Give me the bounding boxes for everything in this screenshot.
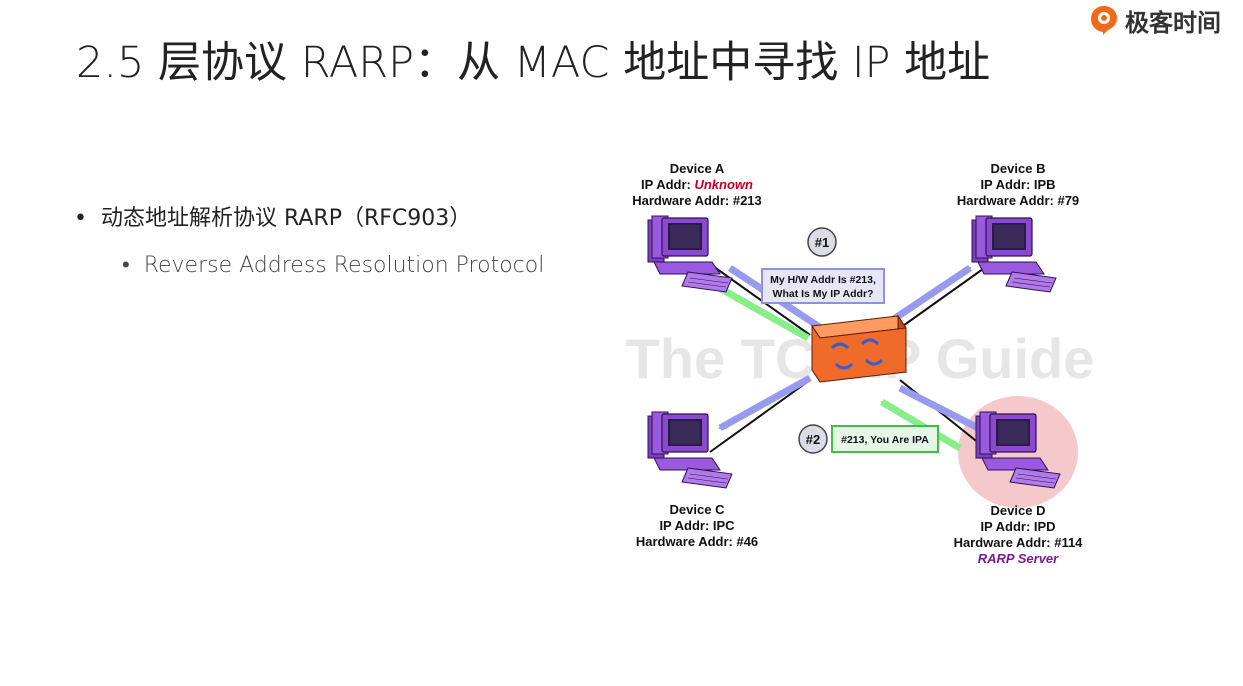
switch-icon <box>811 314 907 383</box>
device-a-hw: Hardware Addr: #213 <box>632 193 762 208</box>
page-title: 2.5 层协议 RARP：从 MAC 地址中寻找 IP 地址 <box>76 38 991 88</box>
computer-b-icon <box>971 215 1057 293</box>
device-d-role: RARP Server <box>978 551 1059 566</box>
reply-arrow-to-a <box>714 282 810 342</box>
device-a-ip-label: IP Addr: <box>641 177 694 192</box>
device-b-ip: IP Addr: IPB <box>980 177 1055 192</box>
step2-message-box: #213, You Are IPA <box>831 425 939 453</box>
brand-name: 极客时间 <box>1125 8 1221 37</box>
device-b-label: Device B IP Addr: IPB Hardware Addr: #79 <box>957 161 1079 208</box>
step1-badge: #1 <box>807 227 837 257</box>
step1-badge-label: #1 <box>815 235 829 250</box>
device-a-label: Device A IP Addr: Unknown Hardware Addr:… <box>632 161 762 208</box>
device-a-name: Device A <box>670 161 725 176</box>
step2-badge: #2 <box>798 424 828 454</box>
step1-message-line1: My H/W Addr Is #213, <box>770 274 876 286</box>
cable-b <box>899 263 991 329</box>
device-c-ip: IP Addr: IPC <box>659 518 735 533</box>
device-d-hw: Hardware Addr: #114 <box>954 535 1084 550</box>
bullet-rarp-text: 动态地址解析协议 RARP（RFC903） <box>100 206 472 231</box>
cable-a <box>709 263 811 336</box>
device-c-hw: Hardware Addr: #46 <box>636 534 758 549</box>
device-d-label: Device D IP Addr: IPD Hardware Addr: #11… <box>954 503 1084 566</box>
bullet-dot: • <box>122 253 130 278</box>
device-c-ip-label: IP Addr: <box>659 518 712 533</box>
bullet-dot: • <box>74 206 87 231</box>
computer-c-icon <box>647 411 733 489</box>
device-c-label: Device C IP Addr: IPC Hardware Addr: #46 <box>636 502 758 549</box>
sub-bullet-full-name: • Reverse Address Resolution Protocol <box>122 252 544 278</box>
device-d-ip-value: IPD <box>1034 519 1056 534</box>
device-c-ip-value: IPC <box>713 518 735 533</box>
rarp-diagram: The TCP/IP Guide #1 My H/W Addr Is #213,… <box>626 161 1095 566</box>
cable-c <box>709 379 811 453</box>
step1-message-line2: What Is My IP Addr? <box>773 288 874 300</box>
geektime-logo-icon <box>1091 6 1117 35</box>
device-d-ip: IP Addr: IPD <box>980 519 1055 534</box>
device-d-name: Device D <box>991 503 1046 518</box>
device-b-ip-value: IPB <box>1034 177 1056 192</box>
device-b-hw: Hardware Addr: #79 <box>957 193 1079 208</box>
step1-message-box: My H/W Addr Is #213, What Is My IP Addr? <box>761 268 885 304</box>
sub-bullet-text: Reverse Address Resolution Protocol <box>143 253 545 278</box>
step2-message-text: #213, You Are IPA <box>841 434 929 446</box>
device-b-ip-label: IP Addr: <box>980 177 1033 192</box>
request-arrow-c <box>718 374 812 432</box>
device-a-ip: IP Addr: Unknown <box>641 177 753 192</box>
step2-badge-label: #2 <box>806 432 820 447</box>
request-arrow-d <box>898 384 984 434</box>
bullet-rarp: • 动态地址解析协议 RARP（RFC903） <box>74 200 471 232</box>
device-a-ip-value: Unknown <box>694 177 753 192</box>
computer-a-icon <box>647 215 733 293</box>
device-b-name: Device B <box>991 161 1046 176</box>
device-d-ip-label: IP Addr: <box>980 519 1033 534</box>
brand-logo: 极客时间 <box>1089 3 1221 37</box>
device-c-name: Device C <box>670 502 726 517</box>
